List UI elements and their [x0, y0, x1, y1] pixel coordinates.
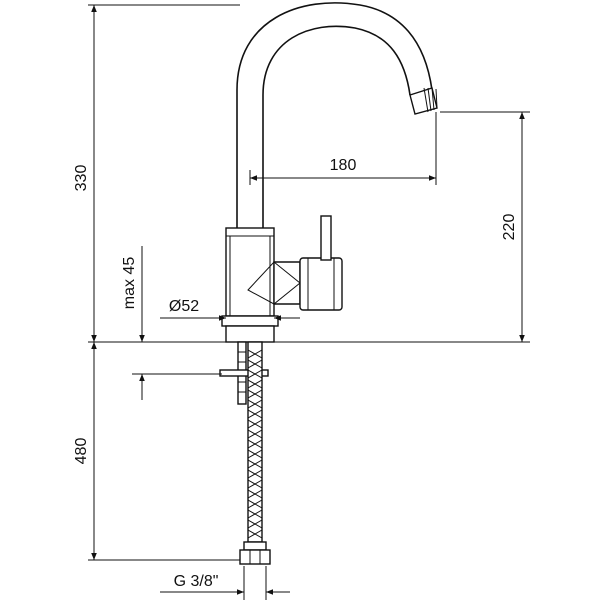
dim-connection: G 3/8": [160, 566, 290, 600]
dim-max-deck: max 45: [121, 246, 222, 400]
dim-label-hose-length: 480: [73, 438, 90, 465]
spout: [236, 2, 438, 230]
lever-handle: [320, 215, 332, 261]
mounting-hardware: [219, 341, 269, 405]
dim-label-spout-height: 220: [501, 214, 518, 241]
dim-label-base-diameter: Ø52: [169, 298, 199, 315]
braided-hose: [239, 341, 271, 565]
dim-label-total-height: 330: [73, 165, 90, 192]
faucet-body: [221, 215, 343, 343]
hose-nut: [239, 549, 271, 565]
dim-reach: 180: [249, 112, 437, 185]
dim-label-connection: G 3/8": [174, 573, 219, 590]
dim-hose-length: 480: [73, 342, 240, 561]
dim-spout-height: 220: [440, 111, 530, 342]
dim-total-height: 330: [73, 4, 240, 342]
dim-label-max-deck: max 45: [121, 257, 138, 310]
dim-label-reach: 180: [330, 157, 357, 174]
dim-base-diameter: Ø52: [160, 298, 300, 321]
